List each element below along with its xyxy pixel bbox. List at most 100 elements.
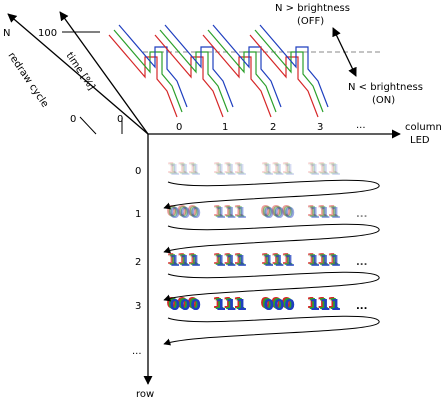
led-digits: 111 [212,159,243,177]
led-digits: 111 [214,251,245,269]
led-digits: 000 [170,204,201,222]
pwm-trace-c1-green [159,29,229,113]
led-digits: 111 [214,203,245,221]
column-label-1: 1 [222,122,228,133]
row-ellipsis: ... [132,346,142,357]
column-label-3: 3 [317,122,323,133]
led-digits: 111 [264,161,295,179]
column-ellipsis: ... [356,120,366,131]
led-digits: 111 [262,160,293,178]
row-label-3: 3 [135,301,141,312]
led-digits: 111 [308,203,339,221]
pwm-trace-c0-red [108,34,178,118]
tick-hundred: 100 [38,28,57,39]
led-digits: 111 [214,160,245,178]
led-digits: 111 [310,296,341,314]
scan-arrow-0 [163,179,380,210]
led-digits: 111 [216,204,247,222]
row-label-1: 1 [135,209,141,220]
scan-arrow-3 [163,315,380,346]
annotation-upper: N > brightness [275,3,350,14]
led-digits: 000 [262,203,293,221]
led-digits: 111 [310,204,341,222]
led-digits: 000 [166,202,197,220]
led-digits: 111 [166,159,197,177]
pwm-trace-c3-green [254,29,324,113]
led-digits: 111 [260,159,291,177]
led-digits: 000 [260,202,291,220]
tick-redraw-zero: 0 [70,114,76,125]
led-digits: 111 [306,202,337,220]
led-digits: 111 [166,250,197,268]
row-trailer-ellipsis: ... [356,257,367,268]
led-digits: 111 [212,294,243,312]
pwm-waveforms [108,24,329,118]
row-trailer-ellipsis: ... [356,209,367,220]
column-axis-label: column [405,122,442,133]
led-digits: 111 [308,160,339,178]
row-label-0: 0 [135,166,141,177]
led-digits: 000 [166,294,197,312]
pwm-trace-c3-red [249,34,319,118]
led-digits: 000 [260,294,291,312]
pwm-trace-c0-green [113,29,183,113]
redraw-zero-tick [79,116,97,135]
led-digits: 111 [310,161,341,179]
led-digits: 000 [264,296,295,314]
scan-order-arrows [163,179,380,346]
led-digits: 111 [170,252,201,270]
pwm-trace-c1-red [154,34,224,118]
row-label-2: 2 [135,257,141,268]
led-digits: 000 [264,204,295,222]
led-digits: 111 [216,296,247,314]
led-digits: 111 [170,161,201,179]
led-digits: 111 [306,250,337,268]
led-digits: 000 [170,296,201,314]
led-digits: 111 [212,202,243,220]
threshold-arrow [332,27,357,77]
led-digits: 111 [168,251,199,269]
led-digits: 111 [212,250,243,268]
annotation-lower: N < brightness [348,82,423,93]
redraw-axis-label: redraw cycle [6,51,51,110]
tick-time-zero: 0 [117,114,123,125]
pwm-trace-c0-blue [118,24,188,108]
led-digits: 000 [168,203,199,221]
pwm-trace-c3-blue [259,24,329,108]
led-digits: 111 [264,252,295,270]
annotation-upper-state: (OFF) [297,16,324,27]
column-label-2: 2 [270,122,276,133]
pwm-trace-c2-red [202,34,272,118]
led-digits: 111 [216,252,247,270]
row-trailer-ellipsis: ... [356,301,367,312]
pwm-trace-c2-green [207,29,277,113]
led-axis-label: LED [410,135,430,146]
led-digits: 111 [306,294,337,312]
led-digits: 000 [262,295,293,313]
scan-arrow-1 [163,223,380,254]
led-digits: 111 [260,250,291,268]
row-axis-label: row [136,389,154,400]
tick-n: N [3,28,10,39]
led-digits: 111 [262,251,293,269]
led-digits: 111 [216,161,247,179]
redraw-axis [7,13,149,135]
led-digits: 111 [308,251,339,269]
led-digits: 000 [168,295,199,313]
annotation-lower-state: (ON) [372,95,395,106]
